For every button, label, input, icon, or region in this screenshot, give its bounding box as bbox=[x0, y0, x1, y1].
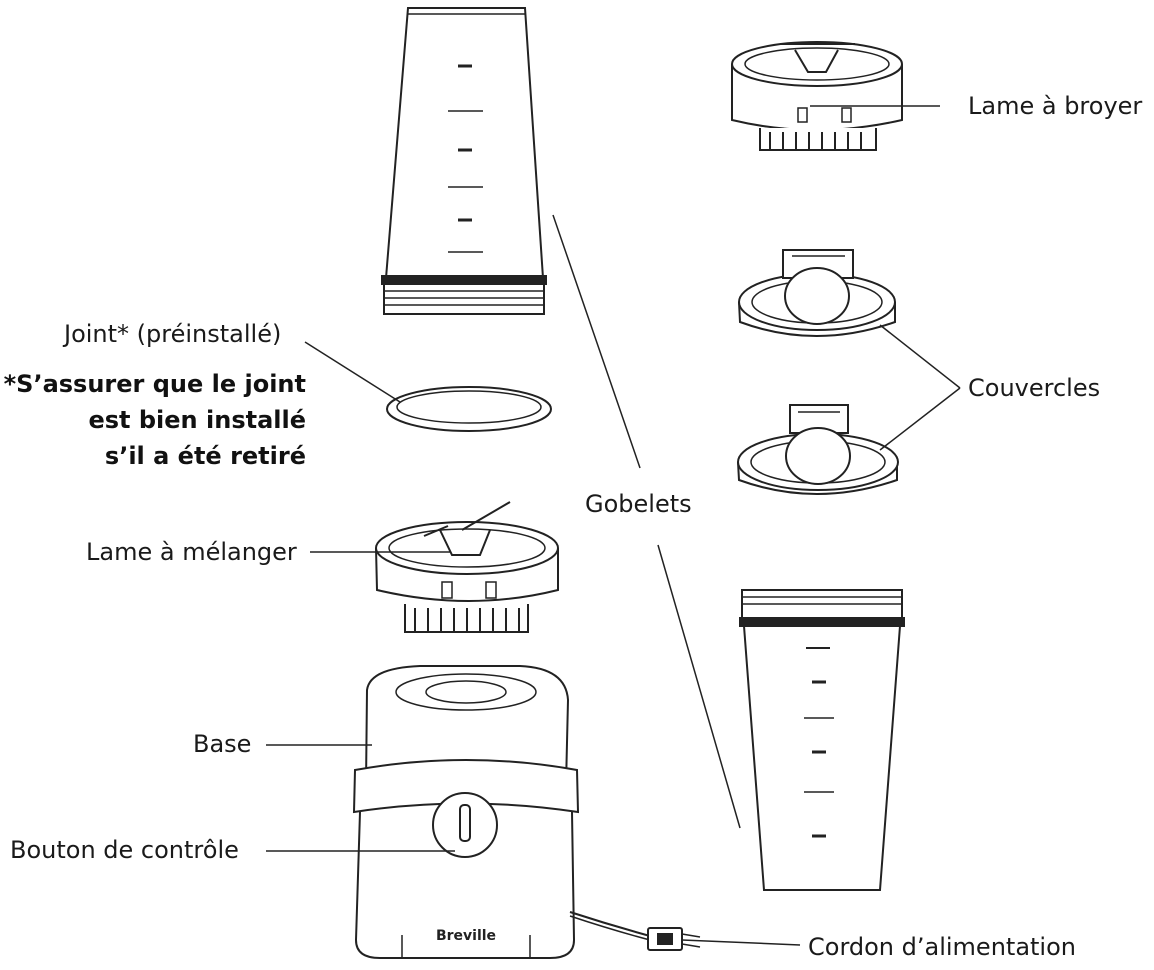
label-couvercles: Couvercles bbox=[968, 374, 1101, 402]
tall-cup bbox=[381, 7, 547, 315]
gasket-note-line2: est bien installé bbox=[88, 406, 306, 434]
gasket-ring bbox=[386, 386, 552, 432]
label-cordon: Cordon d’alimentation bbox=[808, 933, 1076, 961]
motor-base: Breville bbox=[352, 665, 580, 959]
milling-blade bbox=[731, 41, 903, 151]
mixing-blade bbox=[375, 501, 559, 633]
gasket-note-line1: *S’assurer que le joint bbox=[3, 370, 306, 398]
brand-mark: Breville bbox=[436, 928, 496, 944]
label-lame-a-melanger: Lame à mélanger bbox=[86, 538, 297, 566]
lid-bottom bbox=[737, 404, 899, 495]
label-joint: Joint* (préinstallé) bbox=[64, 320, 282, 348]
label-gobelets: Gobelets bbox=[585, 490, 692, 518]
gasket-note: *S’assurer que le joint est bien install… bbox=[4, 366, 306, 474]
label-lame-a-broyer: Lame à broyer bbox=[968, 92, 1143, 120]
label-bouton-de-controle: Bouton de contrôle bbox=[10, 836, 239, 864]
short-cup bbox=[739, 589, 905, 891]
power-cord bbox=[569, 911, 701, 951]
label-base: Base bbox=[193, 730, 252, 758]
lid-top bbox=[738, 249, 896, 337]
leader-lines bbox=[266, 105, 961, 946]
gasket-note-line3: s’il a été retiré bbox=[104, 442, 306, 470]
